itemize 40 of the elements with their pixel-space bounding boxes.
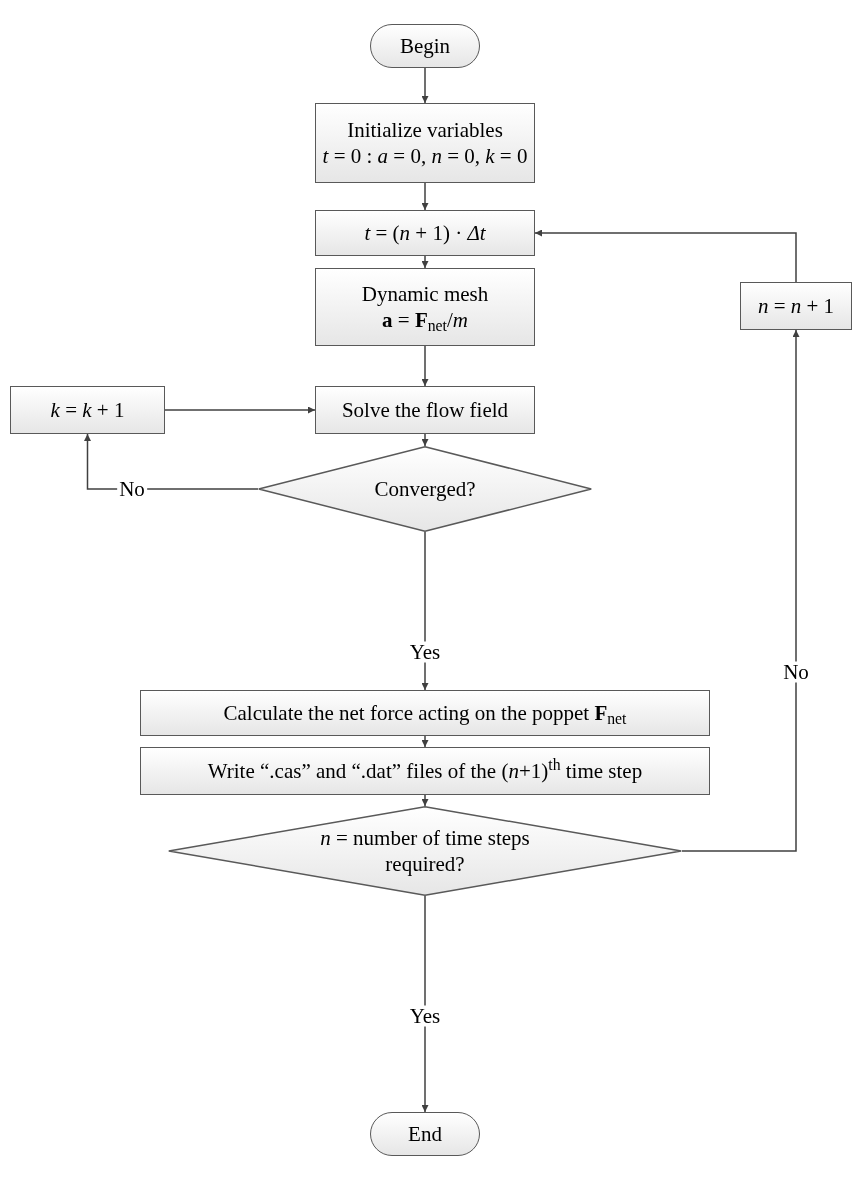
node-text: a = F$_{net}$/m [382, 307, 468, 334]
arrow [534, 229, 797, 283]
edge-label: Yes [407, 641, 443, 663]
process-box [315, 210, 535, 256]
arrow [421, 433, 429, 447]
node-text: n = number of time steps required? [319, 824, 531, 878]
process-box [315, 268, 535, 346]
arrow [164, 406, 316, 414]
decision-diamond [168, 806, 682, 896]
node-text: Converged? [374, 475, 476, 503]
arrow [421, 794, 429, 807]
arrow [421, 67, 429, 104]
node-text: Calculate the net force acting on the poppet F$_{net}$ [223, 699, 627, 727]
node-text: Write “.cas” and “.dat” files of the (n+1)$^{th}$ time step [207, 757, 643, 785]
node-text: t = (n + 1) · Δt [364, 219, 486, 247]
process-box [140, 747, 710, 795]
process-box [140, 690, 710, 736]
arrow [421, 182, 429, 211]
arrow [421, 735, 429, 748]
edge-label: Yes [407, 1005, 443, 1027]
node-text: End [408, 1120, 442, 1148]
terminal-box [370, 1112, 480, 1156]
process-box [315, 386, 535, 434]
arrow [421, 345, 429, 387]
node-text: Initialize variables [347, 116, 503, 143]
node-text: Dynamic mesh [361, 280, 489, 307]
edge-label: No [781, 661, 811, 683]
decision-diamond [258, 446, 592, 532]
node-text: k = k + 1 [50, 396, 125, 424]
arrow [681, 329, 800, 852]
arrow [421, 255, 429, 269]
node-text: Solve the flow field [341, 396, 509, 424]
node-text: Begin [399, 32, 451, 60]
terminal-box [370, 24, 480, 68]
node-text: t = 0 : a = 0, n = 0, k = 0 [322, 143, 528, 170]
arrow [421, 895, 429, 1113]
node-text: n = n + 1 [757, 292, 835, 320]
process-box [315, 103, 535, 183]
process-box [10, 386, 165, 434]
process-box [740, 282, 852, 330]
